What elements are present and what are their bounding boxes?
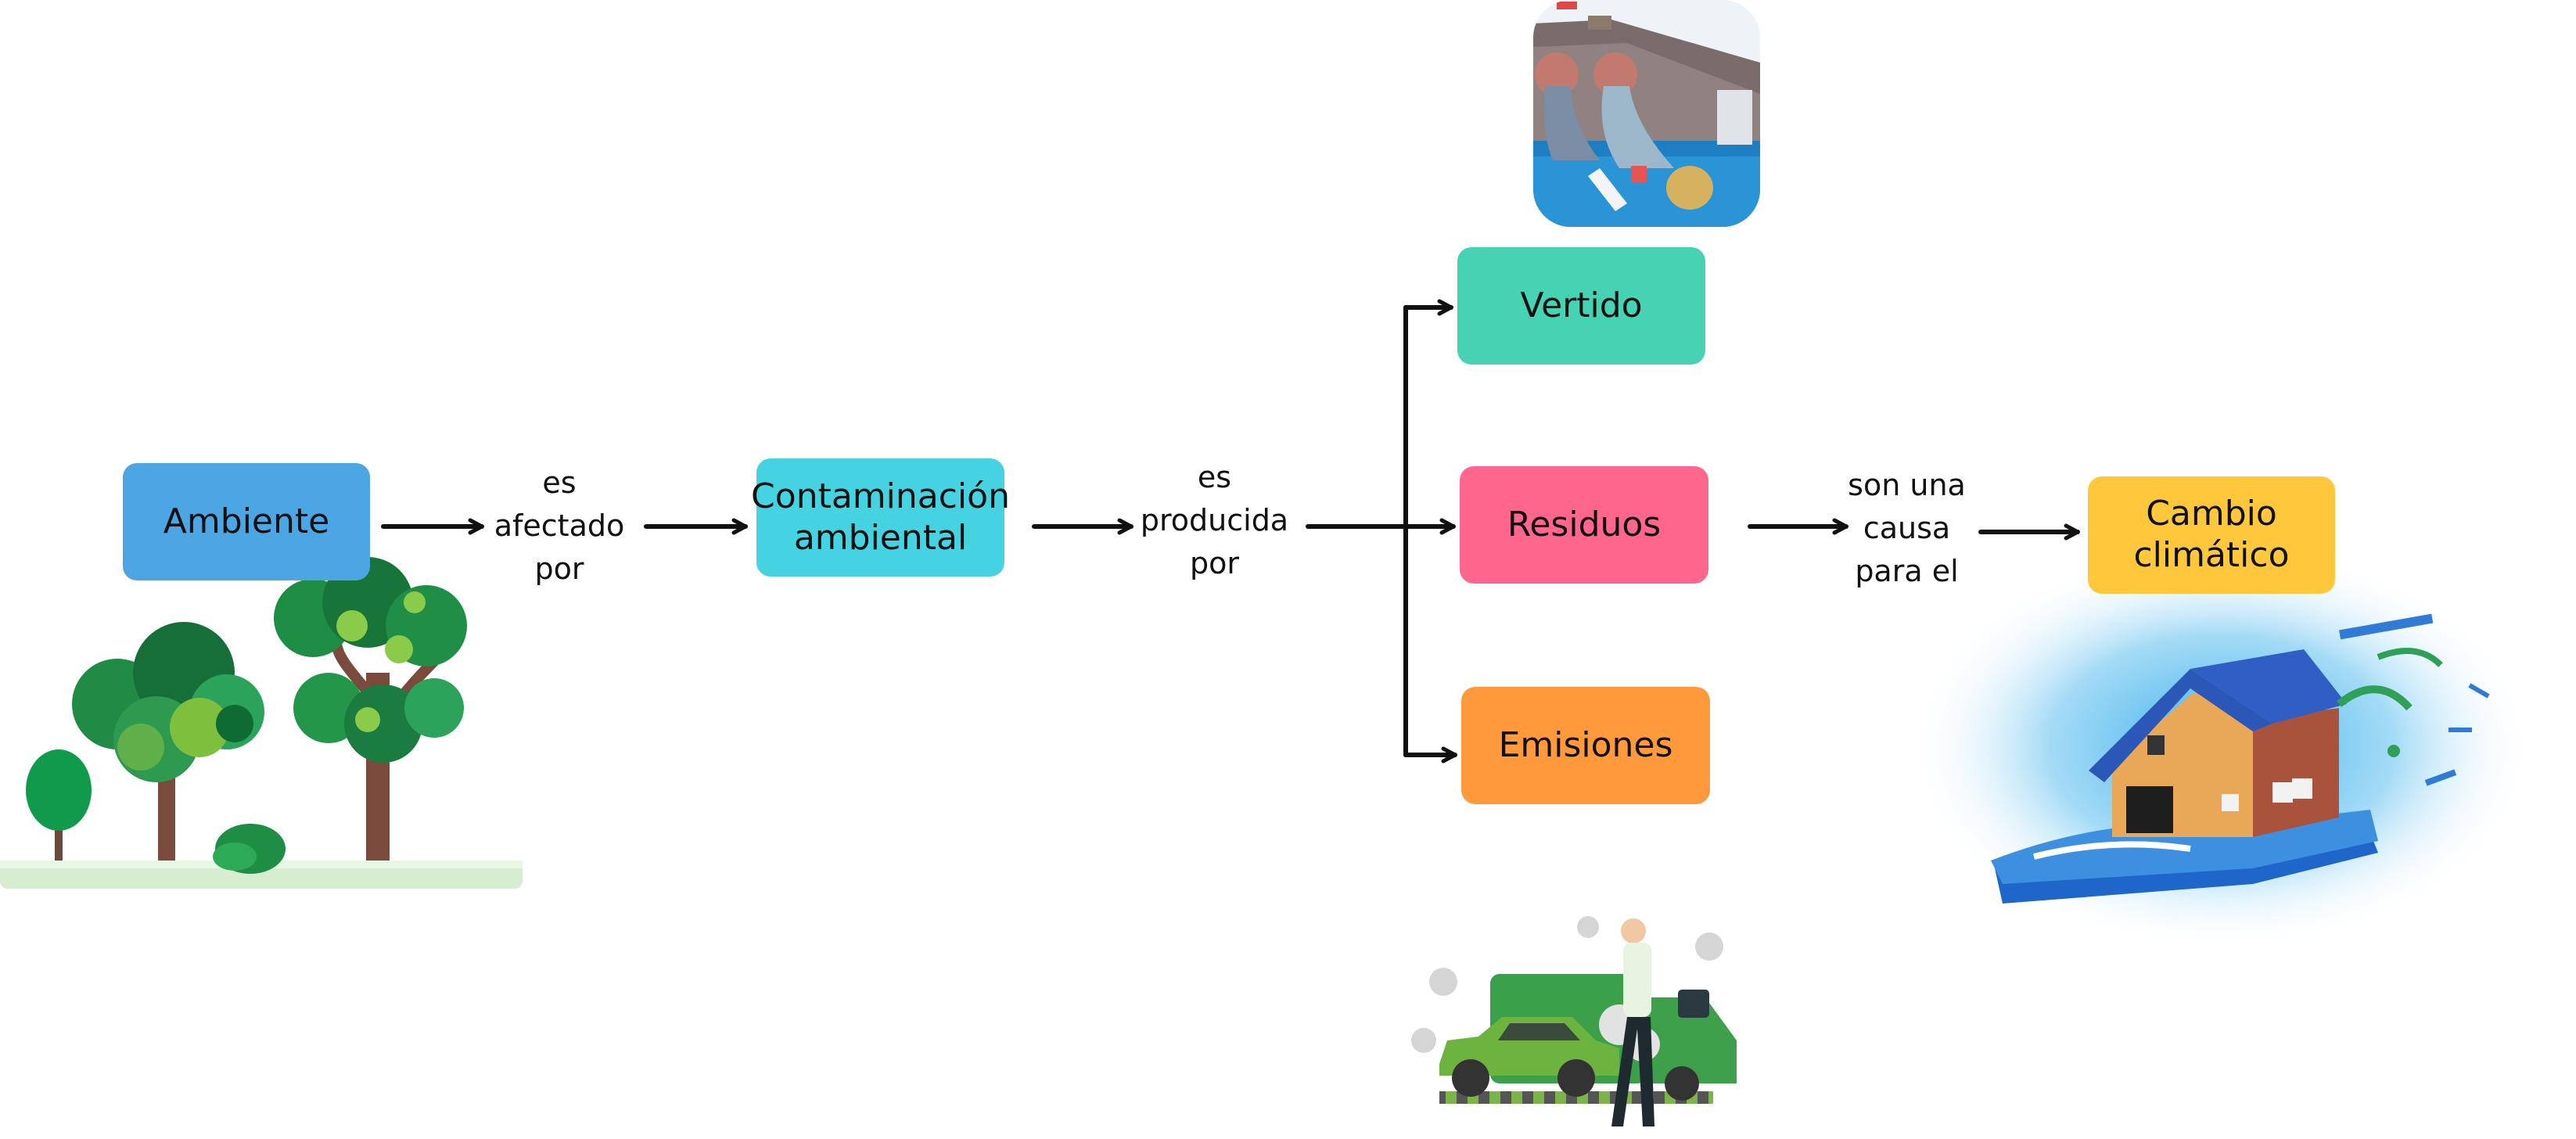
water-pollution-illustration [1533, 0, 1760, 227]
node-vertido: Vertido [1457, 247, 1705, 365]
node-ambiente: Ambiente [123, 463, 370, 580]
connector-label-afectado: es afectado por [494, 465, 625, 587]
trees-illustration [0, 557, 523, 889]
connector-label-producida: es producida por [1140, 459, 1289, 581]
connector-label-causa: son una causa para el [1848, 467, 1966, 589]
flooded-house-illustration [1909, 544, 2535, 950]
node-emisiones: Emisiones [1461, 687, 1710, 804]
node-vertido-label: Vertido [1520, 285, 1643, 325]
node-cambio: Cambio climático [2088, 476, 2335, 594]
node-contaminacion-label: Contaminación ambiental [751, 476, 1010, 558]
node-residuos-label: Residuos [1507, 504, 1662, 544]
node-cambio-label: Cambio climático [2133, 494, 2290, 575]
node-emisiones-label: Emisiones [1498, 724, 1673, 765]
node-residuos: Residuos [1460, 466, 1708, 584]
car-emissions-illustration [1411, 916, 1737, 1126]
node-contaminacion: Contaminación ambiental [751, 458, 1010, 577]
node-ambiente-label: Ambiente [163, 501, 330, 541]
